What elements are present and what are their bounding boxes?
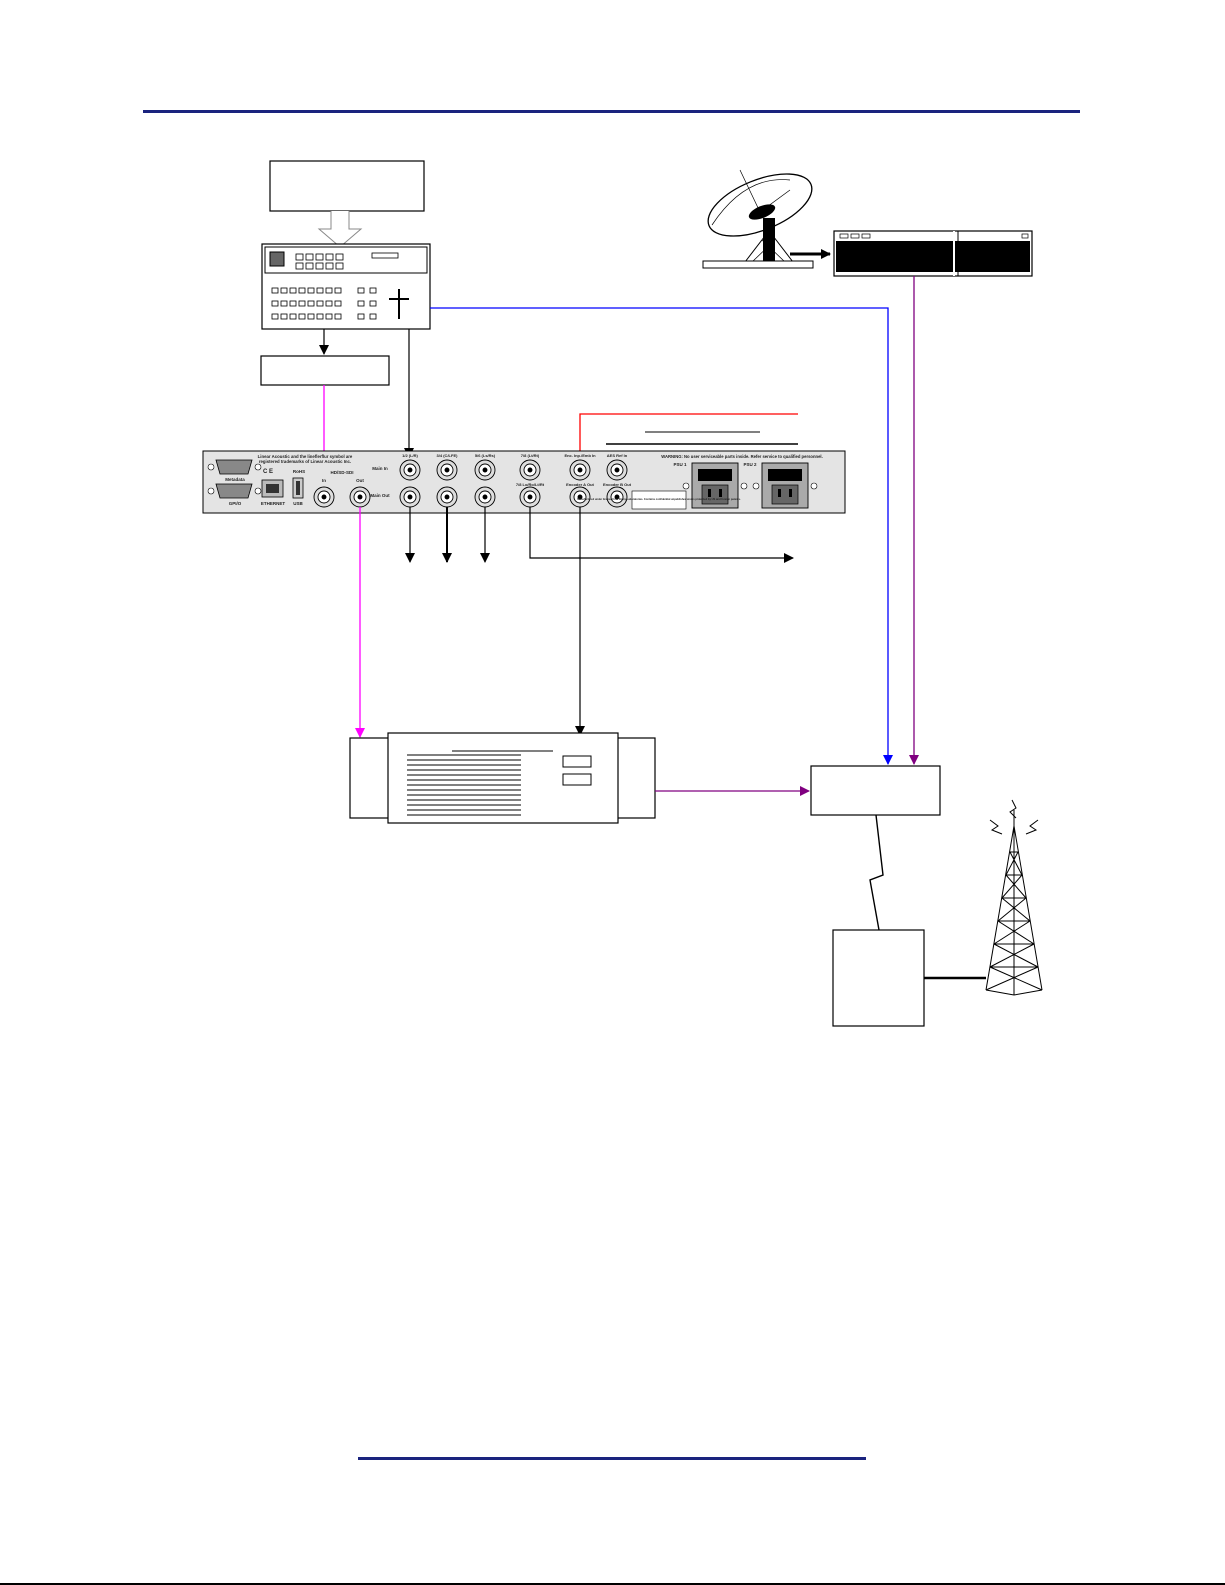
ch12-label: 1/2 (L/R) xyxy=(402,453,418,458)
main-out-label: Main Out xyxy=(370,493,390,498)
satellite-dish-icon xyxy=(702,169,814,269)
trademark-line-2: registered trademarks of Linear Acoustic… xyxy=(259,459,351,464)
uplink-box xyxy=(810,765,941,816)
bottom-rule xyxy=(358,1457,866,1460)
ch34-label: 3/4 (C/LFE) xyxy=(437,453,459,458)
page-bottom-edge xyxy=(0,1583,1225,1585)
transmitter-box xyxy=(832,929,925,1027)
encoder-a-out-label: Encoder A Out xyxy=(566,482,594,487)
psu2-label: PSU 2 xyxy=(743,462,757,467)
port-metadata-label: Metadata xyxy=(225,477,245,482)
ce-mark: C E xyxy=(263,469,273,475)
ch78-out-label: 7/8 Lo/Ro/Lt/Rt xyxy=(516,482,545,487)
reference-line xyxy=(575,413,798,465)
satellite-receiver xyxy=(833,230,1033,277)
wireless-link xyxy=(869,814,884,931)
rohs-label: RoHS xyxy=(293,469,305,474)
encoder-unit xyxy=(349,732,656,824)
power-inlet-icon xyxy=(682,462,818,509)
psu1-label: PSU 1 xyxy=(673,462,687,467)
enc-in-label: Enc. Inp./Emb In xyxy=(564,453,596,458)
sdi-out-label: Out xyxy=(356,478,364,483)
port-gpi-label: GPI/O xyxy=(229,501,242,506)
usb-port-icon xyxy=(292,477,304,499)
ch78-label: 7/8 (Lt/Rt) xyxy=(521,453,540,458)
hd-sdi-title: HD/SD-SDI xyxy=(330,470,353,475)
broadcast-tower-icon xyxy=(985,799,1043,996)
warning-label: WARNING: No user serviceable parts insid… xyxy=(661,454,823,459)
trademark-line-1: Linear Acoustic and the lineflerflur sym… xyxy=(258,454,353,459)
ethernet-label: ETHERNET xyxy=(261,501,286,506)
sdi-in-label: In xyxy=(322,478,326,483)
monitor-box xyxy=(260,355,390,386)
db9-connector-icon xyxy=(207,459,262,499)
ethernet-port-icon xyxy=(261,479,284,498)
aes-ref-label: AES Ref In xyxy=(607,453,628,458)
encoder-b-out-label: Encoder B Out xyxy=(603,482,632,487)
ch56-label: 5/6 (Ls/Rs) xyxy=(475,453,496,458)
top-rule xyxy=(143,110,1080,113)
source-box xyxy=(269,160,425,212)
production-switcher xyxy=(261,243,431,330)
usb-label: USB xyxy=(293,501,303,506)
main-in-label: Main In xyxy=(372,466,388,471)
bnc-connector-icon xyxy=(313,459,628,508)
router-to-uplink-line xyxy=(430,307,893,765)
rear-panel: Metadata GPI/O Linear Acoustic and the l… xyxy=(202,450,846,514)
patent-note: Manufactured under license from Dolby La… xyxy=(577,497,741,501)
out-ch78-arrow xyxy=(529,507,794,563)
hollow-arrow xyxy=(317,211,363,248)
